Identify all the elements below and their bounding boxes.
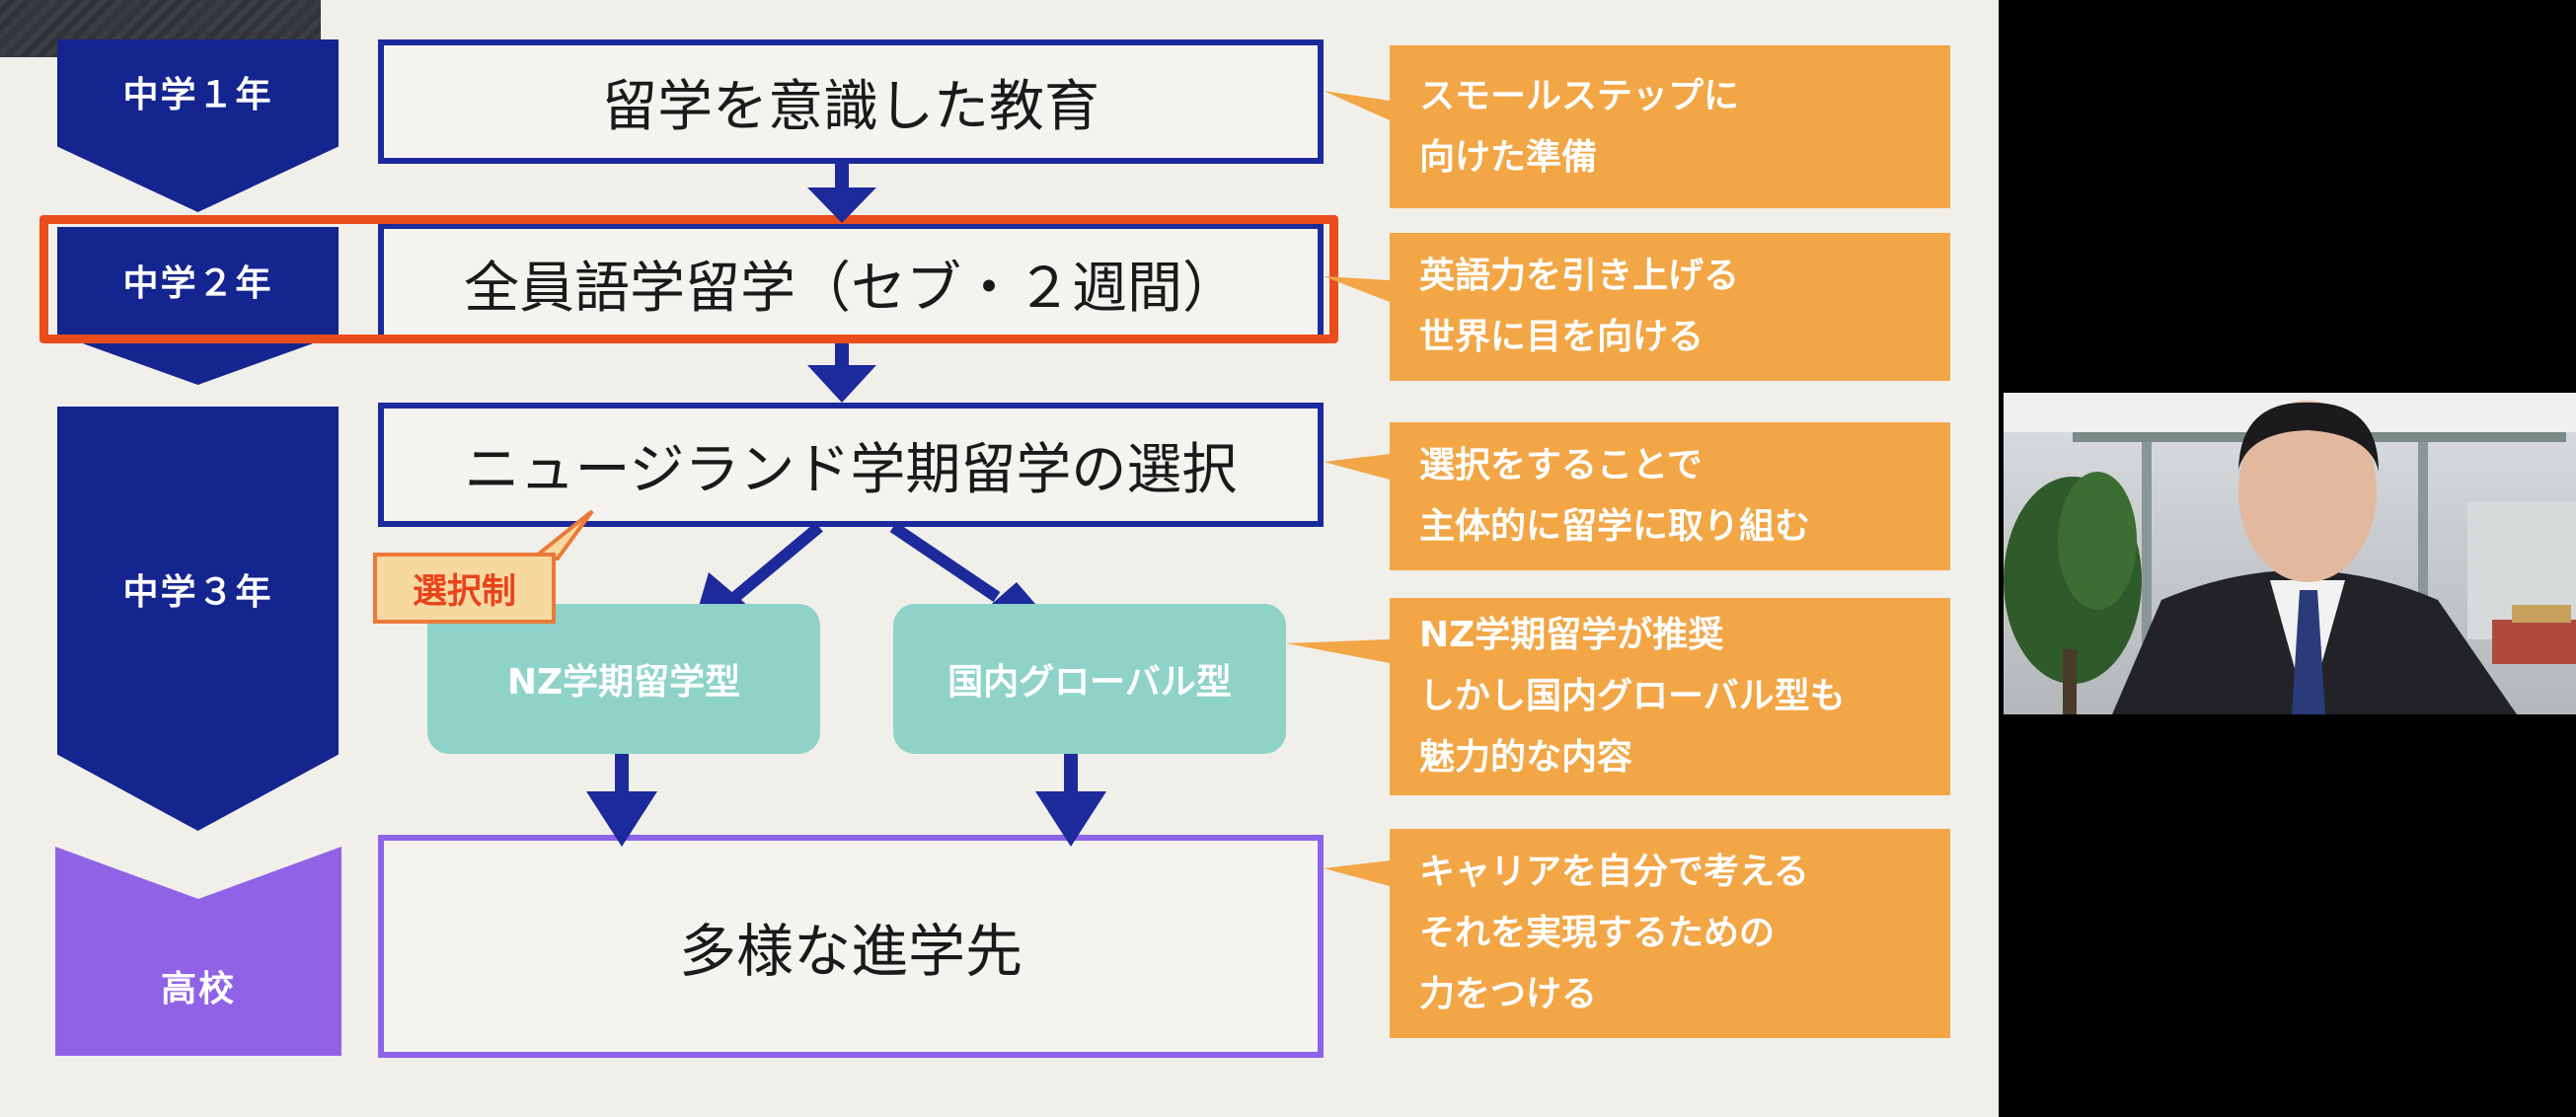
step-text: 多様な進学先 (678, 918, 1023, 985)
grade-label-high-school: 高校 (55, 847, 341, 1056)
note-box-4: NZ学期留学が推奨 しかし国内グローバル型も 魅力的な内容 (1390, 598, 1950, 795)
option-domestic-global: 国内グローバル型 (893, 604, 1286, 754)
step-box-nz-selection: ニュージランド学期留学の選択 (378, 403, 1324, 527)
step-box-language-study: 全員語学留学（セブ・２週間） (378, 223, 1324, 343)
note-line: スモールステップに (1419, 75, 1740, 116)
note-line: 魅力的な内容 (1419, 737, 1633, 778)
grade-text: 中学２年 (122, 263, 273, 304)
note-box-3: 選択をすることで 主体的に留学に取り組む (1390, 422, 1950, 570)
note-line: 向けた準備 (1419, 136, 1598, 178)
note-line: それを実現するための (1419, 913, 1776, 953)
callout-pointer-1-icon (1324, 91, 1390, 120)
note-line: 主体的に留学に取り組む (1419, 506, 1811, 547)
step-box-destinations: 多様な進学先 (378, 835, 1324, 1058)
note-box-5: キャリアを自分で考える それを実現するための 力をつける (1390, 829, 1950, 1038)
grade-text: 中学１年 (122, 74, 273, 115)
step-text: 留学を意識した教育 (602, 74, 1099, 139)
step-box-education: 留学を意識した教育 (378, 39, 1324, 164)
note-box-1: スモールステップに 向けた準備 (1390, 45, 1950, 208)
callout-pointer-4-icon (1286, 639, 1390, 663)
callout-pointer-3-icon (1324, 454, 1390, 480)
arrow-down-2-icon (807, 343, 876, 403)
note-line: 力をつける (1419, 974, 1598, 1014)
arrow-down-1-icon (807, 164, 876, 223)
tag-text: 選択制 (412, 571, 516, 612)
note-box-2: 英語力を引き上げる 世界に目を向ける (1390, 233, 1950, 381)
tag-pointer-icon (527, 509, 594, 560)
callout-pointer-2-icon (1324, 276, 1390, 302)
option-text: 国内グローバル型 (947, 662, 1232, 703)
speaker-video-thumbnail[interactable] (2004, 393, 2576, 714)
note-line: 世界に目を向ける (1419, 317, 1705, 357)
grade-label-3: 中学３年 (57, 407, 339, 831)
option-text: NZ学期留学型 (506, 662, 741, 703)
callout-pointer-5-icon (1324, 860, 1390, 886)
presentation-slide: 中学１年 中学２年 中学３年 高校 留学を意識した教育 全員語学留学（セブ・２週… (0, 0, 1999, 1117)
note-line: 選択をすることで (1419, 445, 1703, 485)
note-line: キャリアを自分で考える (1419, 852, 1809, 892)
speaker-video-feed (2004, 393, 2576, 714)
grade-text: 高校 (160, 969, 236, 1009)
option-nz-term: NZ学期留学型 (427, 604, 820, 754)
note-line: 英語力を引き上げる (1419, 256, 1740, 296)
grade-text: 中学３年 (122, 572, 273, 613)
elective-tag: 選択制 (373, 553, 556, 624)
note-line: しかし国内グローバル型も (1419, 676, 1846, 716)
step-text: ニュージランド学期留学の選択 (464, 437, 1238, 502)
step-text: 全員語学留学（セブ・２週間） (464, 256, 1238, 321)
note-line: NZ学期留学が推奨 (1419, 615, 1724, 655)
